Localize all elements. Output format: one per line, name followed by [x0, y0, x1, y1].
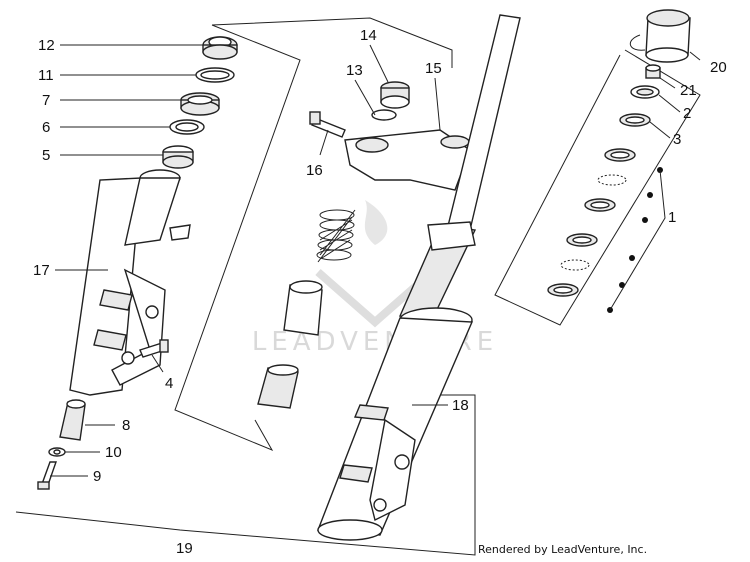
callout-6: 6 — [42, 119, 50, 136]
part-17-left-fork-slider — [69, 169, 191, 396]
part-10-washer — [48, 447, 66, 457]
part-16-bolt — [309, 111, 346, 138]
callouts: 12 11 7 6 5 17 4 8 10 9 19 14 13 15 16 1… — [33, 27, 727, 557]
part-4-bolt — [139, 339, 169, 358]
callout-15: 15 — [425, 60, 442, 77]
callout-13: 13 — [346, 62, 363, 79]
part-5-bushing — [162, 145, 194, 169]
callout-19: 19 — [176, 540, 193, 557]
part-6-ring — [169, 119, 205, 135]
part-13-oring — [371, 109, 397, 121]
callout-4: 4 — [165, 375, 173, 392]
left-fork-group — [37, 36, 238, 490]
credit-text: Rendered by LeadVenture, Inc. — [478, 543, 647, 556]
callout-5: 5 — [42, 147, 50, 164]
callout-16: 16 — [306, 162, 323, 179]
part-2-ring — [630, 85, 660, 99]
leader-lines — [50, 44, 701, 477]
callout-12: 12 — [38, 37, 55, 54]
part-9-bolt — [37, 461, 57, 490]
callout-3: 3 — [673, 131, 681, 148]
part-14-cap — [380, 81, 410, 109]
part-7-bearing — [180, 92, 220, 116]
middle-group — [257, 81, 471, 409]
part-15-top-clamp — [344, 129, 471, 191]
damper-tube — [257, 280, 323, 409]
part-3-bearing — [619, 113, 651, 127]
callout-9: 9 — [93, 468, 101, 485]
callout-11: 11 — [38, 67, 54, 84]
callout-20: 20 — [710, 59, 727, 76]
group-outlines — [15, 17, 701, 556]
callout-10: 10 — [105, 444, 122, 461]
callout-2: 2 — [683, 105, 691, 122]
kit-dots — [607, 167, 663, 313]
part-12-nut — [202, 36, 238, 60]
callout-14: 14 — [360, 27, 377, 44]
callout-1: 1 — [668, 209, 676, 226]
callout-21: 21 — [680, 82, 697, 99]
callout-18: 18 — [452, 397, 469, 414]
part-21-nut — [645, 64, 661, 79]
callout-17: 17 — [33, 262, 50, 279]
callout-8: 8 — [122, 417, 130, 434]
part-1-kit — [547, 148, 636, 297]
part-11-ring — [195, 67, 235, 83]
right-stack-group — [547, 9, 691, 313]
callout-7: 7 — [42, 92, 50, 109]
part-20-cap — [630, 9, 691, 63]
part-18-right-fork — [317, 14, 521, 541]
part-8-bushing — [59, 399, 86, 441]
fork-spring — [316, 209, 356, 263]
